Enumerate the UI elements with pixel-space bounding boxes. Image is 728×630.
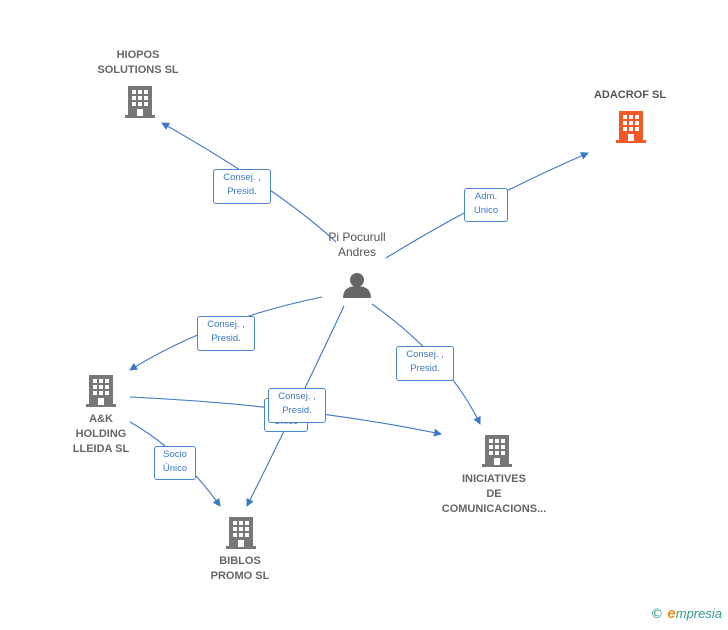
edge-label-iniciatives: Consej. ,Presid.	[396, 346, 454, 381]
person-icon[interactable]	[343, 273, 371, 298]
biblos-label[interactable]: BIBLOS PROMO SL	[210, 555, 270, 582]
hiopos-label[interactable]: HIOPOS SOLUTIONS SL	[97, 49, 179, 76]
biblos-building-icon[interactable]	[226, 517, 256, 549]
empresia-watermark: ©empresia	[650, 605, 722, 622]
ak-building-icon[interactable]	[86, 375, 116, 407]
edge-label-biblos: Consej. ,Presid.	[268, 388, 326, 423]
iniciatives-label[interactable]: INICIATIVES DE COMUNICACIONS...	[441, 473, 547, 515]
person-name[interactable]: Pi Pocurull Andres	[328, 230, 386, 259]
ak-label[interactable]: A&K HOLDING LLEIDA SL	[72, 413, 130, 455]
hiopos-building-icon[interactable]	[125, 86, 155, 118]
edge-label-hiopos: Consej. ,Presid.	[213, 169, 271, 204]
edge-label-adacrof: Adm.Unico	[464, 188, 508, 222]
adacrof-label[interactable]: ADACROF SL	[593, 89, 667, 101]
adacrof-building-icon[interactable]	[616, 111, 646, 143]
iniciatives-building-icon[interactable]	[482, 435, 512, 467]
edge-label-ak: Consej. ,Presid.	[197, 316, 255, 351]
